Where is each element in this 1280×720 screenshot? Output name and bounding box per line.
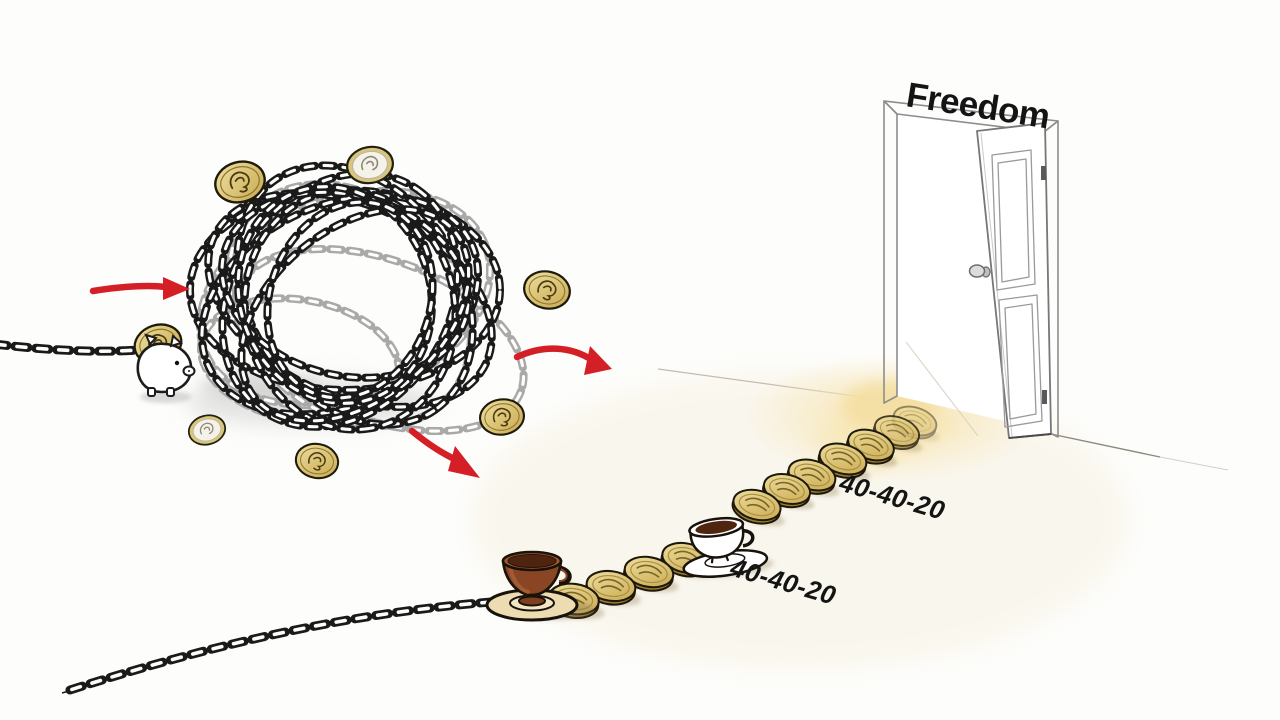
door-panel-upper [991, 149, 1036, 291]
arrow-out-right [513, 345, 612, 375]
red-arrows [89, 277, 612, 478]
door-panel-upper-inner [997, 158, 1030, 283]
coffee-cup-icon [682, 516, 774, 578]
door-panel-lower-inner [1004, 303, 1037, 420]
chain-run [65, 596, 510, 695]
arrow-head-icon [163, 277, 190, 300]
arrow-head-icon [584, 346, 612, 375]
door-hinge-top [1041, 166, 1046, 180]
door-hinge-bottom [1042, 390, 1047, 404]
piggy-chain-core [0, 342, 140, 353]
chain-tangle [186, 161, 528, 436]
door-panel-lower [998, 294, 1043, 428]
arrow-head-icon [448, 446, 480, 478]
arrow-shaft [89, 282, 170, 295]
wall-floor-line-right [1050, 433, 1161, 458]
gold-coin-icon [519, 266, 575, 314]
arrow-out-down [408, 427, 480, 478]
gold-coin-icon [292, 439, 342, 483]
arrow-into-tangle [89, 277, 190, 300]
wall-floor-line-right-fade [1159, 456, 1229, 471]
piggy-bank-group [0, 317, 196, 403]
espresso-cup-icon [485, 550, 594, 622]
doorway-beam-line [905, 341, 979, 437]
piggy-bank-icon [136, 333, 196, 397]
door-knob [968, 264, 986, 278]
door-leaf-bottom-line [1008, 433, 1052, 439]
bottom-chain [61, 596, 510, 695]
arrow-shaft [513, 345, 596, 364]
chain-run-core [68, 599, 507, 692]
arrow-shaft [408, 427, 462, 465]
open-door [883, 100, 1059, 439]
